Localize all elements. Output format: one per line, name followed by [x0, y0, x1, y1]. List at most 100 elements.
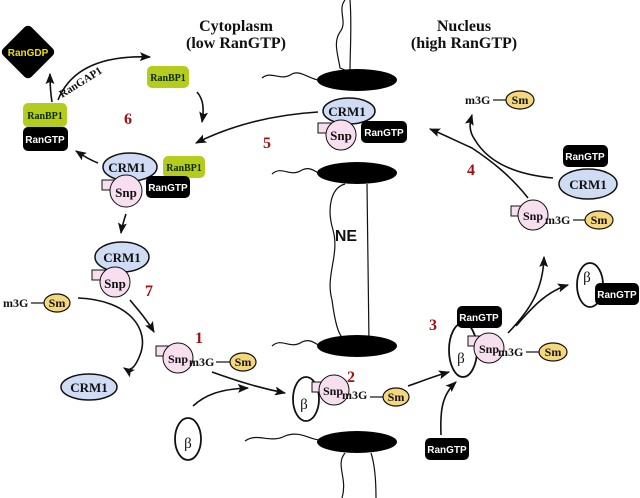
ranbp1-free: RanBP1 [147, 66, 189, 88]
rangtp-box [595, 283, 639, 305]
rangtp-label: RanGTP [25, 135, 65, 146]
crm1-rangtp-nuclear: RanGTP CRM1 [558, 145, 618, 200]
m3g-label: m3G [189, 355, 214, 369]
snp-label: Snp [523, 209, 543, 223]
m3g-label: m3G [545, 213, 570, 227]
crm1-snp-release-arrow [117, 213, 127, 235]
beta-rangtp-release-arrow [515, 283, 570, 327]
rangtp-free-bottom: RanGTP [425, 438, 469, 460]
step-7-arrow [129, 299, 155, 333]
snp-shape [517, 199, 549, 231]
crm1-label: CRM1 [569, 177, 607, 192]
snp-label: Snp [323, 384, 343, 398]
step-1-to-2-arrow [211, 371, 287, 396]
m3g-sm-release-arrow [464, 113, 554, 179]
rangtp-box [457, 306, 502, 328]
sm-label: Sm [512, 93, 529, 107]
crm1-label: CRM1 [328, 104, 366, 119]
step-5: 5 [263, 135, 271, 152]
rangtp-binding-arrow [439, 381, 457, 436]
envelope-membrane-bottom [340, 452, 377, 498]
snp-label: Snp [330, 128, 352, 143]
rangdp-release-arrow [45, 72, 55, 103]
cytoplasm-header: Cytoplasm (low RanGTP) [186, 18, 286, 52]
beta-binding-arrow [192, 383, 250, 407]
rangtp-label: RanGTP [148, 183, 188, 194]
step-1: 1 [195, 330, 203, 347]
beta-label: β [457, 351, 465, 367]
import-complex-step-3: β RanGTP Snp m3G Sm [448, 306, 568, 378]
crm1-label: CRM1 [103, 250, 141, 265]
rangtp-box [563, 145, 608, 167]
nuclear-pore-1 [317, 69, 397, 91]
rangtp-label: RanGTP [597, 290, 637, 301]
nuclear-envelope: NE [244, 0, 397, 498]
snp-shape [473, 332, 505, 364]
m3g-sm-left: m3G Sm [3, 293, 71, 313]
sm-shape [43, 293, 71, 313]
snp-shape [162, 342, 194, 374]
step-3: 3 [429, 317, 437, 334]
m3g-sm-nuclear: m3G Sm [465, 90, 535, 110]
pore-filament-1 [261, 72, 319, 81]
sm-shape [584, 210, 614, 230]
envelope-membrane-top [335, 0, 352, 73]
beta-rangtp-complex: β RanGTP [576, 262, 639, 308]
sm-shape [538, 342, 568, 362]
rangdp-node: RanGDP [1, 25, 55, 79]
nucleus-title: Nucleus [437, 18, 491, 35]
step-2-to-3-arrow [407, 370, 451, 387]
crm1-shape [60, 373, 118, 401]
m3g-label: m3G [498, 345, 523, 359]
step-2: 2 [347, 369, 355, 386]
envelope-label: NE [335, 228, 358, 245]
rangtp-label: RanGTP [565, 152, 605, 163]
nucleus-header: Nucleus (high RanGTP) [411, 18, 517, 52]
snp-shape [325, 119, 357, 151]
importin-beta-shape [174, 417, 202, 461]
step-6: 6 [124, 111, 132, 128]
ranbp1-binding-arrow [196, 91, 209, 124]
sm-shape [505, 90, 535, 110]
cytoplasm-subtitle: (low RanGTP) [186, 35, 286, 52]
pore-filament-4 [244, 433, 321, 442]
importin-beta-shape [448, 322, 478, 378]
rangtp-box [425, 438, 469, 460]
crm1-free: CRM1 [60, 373, 118, 401]
snp-shape [99, 266, 131, 298]
importin-beta-free: β [174, 417, 202, 461]
snp-shape [318, 374, 350, 406]
crm1-snp-complex: CRM1 Snp [91, 241, 150, 298]
snp-label: Snp [479, 342, 499, 356]
beta-label: β [583, 270, 591, 286]
pore-filament-2 [271, 168, 321, 175]
sm-label: Sm [545, 345, 562, 359]
snp-m3g-sm-complex-1: Snp m3G Sm [155, 342, 257, 374]
ranbp1-label: RanBP1 [27, 111, 63, 122]
ranbp1-rangtp-complex-left: RanBP1 RanGTP [23, 103, 68, 151]
nuclear-pore-3 [317, 335, 397, 357]
ranbp1-box [147, 66, 189, 88]
nuclear-pore-4 [317, 431, 397, 453]
crm1-release-arrow [77, 297, 144, 378]
pore-filament-3 [271, 340, 321, 347]
ranbp1-label: RanBP1 [166, 163, 202, 174]
m3g-label: m3G [342, 388, 367, 402]
m3g-label: m3G [465, 93, 490, 107]
rangap1-arrow [57, 52, 152, 101]
ranbp1-box [23, 103, 67, 127]
step-5-export-arrow [194, 111, 319, 144]
sm-shape [229, 352, 257, 372]
snp-label: Snp [115, 185, 137, 200]
sm-label: Sm [591, 213, 608, 227]
rangtp-box [146, 176, 190, 198]
envelope-membrane-middle [329, 183, 370, 344]
nuclear-pore-2 [317, 162, 397, 184]
rangtp-label: RanGTP [459, 313, 499, 324]
step-7: 7 [145, 283, 153, 300]
export-complex-cytoplasm: CRM1 Snp RanBP1 RanGTP [101, 152, 205, 208]
sm-label: Sm [388, 390, 405, 404]
beta-label: β [184, 436, 192, 452]
rangap1-label: RanGAP1 [57, 65, 104, 101]
